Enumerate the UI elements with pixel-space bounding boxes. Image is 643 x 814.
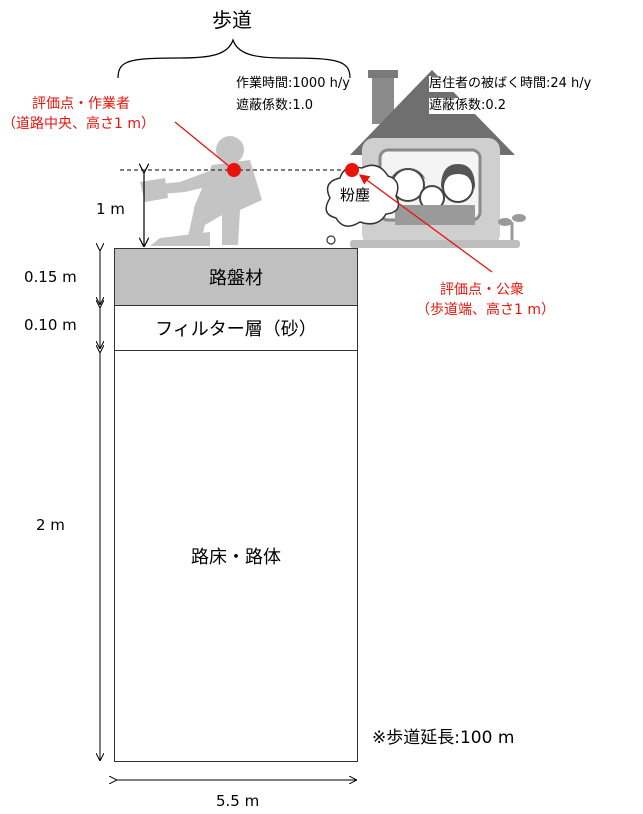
layer-filter-sand: フィルター層（砂） <box>114 305 358 351</box>
worker-evaluation-point <box>227 163 241 177</box>
worker-silhouette <box>140 136 262 246</box>
sidewalk-brace <box>117 38 351 79</box>
layer-subgrade: 路床・路体 <box>114 350 358 762</box>
dust-label: 粉塵 <box>340 186 371 204</box>
worker-shield-label: 遮蔽係数:1.0 <box>236 98 314 113</box>
worker-point-sublabel: （道路中央、高さ1 m） <box>2 116 155 132</box>
worker-point-label: 評価点・作業者 <box>32 96 130 112</box>
public-point-label: 評価点・公衆 <box>440 282 524 298</box>
public-point-sublabel: （歩道端、高さ1 m） <box>416 302 555 318</box>
thickness-base-course: 0.15 m <box>24 268 77 286</box>
sidewalk-title: 歩道 <box>212 8 252 32</box>
extension-note: ※歩道延長:100 m <box>372 728 515 748</box>
width-dimension-label: 5.5 m <box>216 792 260 810</box>
public-evaluation-point <box>345 163 359 177</box>
layer-base-course: 路盤材 <box>114 248 358 306</box>
height-dimension-label: 1 m <box>96 200 125 218</box>
resident-time-label: 居住者の被ばく時間:24 h/y <box>429 76 592 92</box>
thickness-filter-sand: 0.10 m <box>24 316 77 334</box>
layer-subgrade-label: 路床・路体 <box>191 547 281 568</box>
thickness-subgrade: 2 m <box>36 516 65 534</box>
layer-filter-sand-label: フィルター層（砂） <box>155 319 317 340</box>
resident-shield-label: 遮蔽係数:0.2 <box>429 98 507 114</box>
worker-time-label: 作業時間:1000 h/y <box>236 76 350 91</box>
layer-base-course-label: 路盤材 <box>209 268 263 289</box>
